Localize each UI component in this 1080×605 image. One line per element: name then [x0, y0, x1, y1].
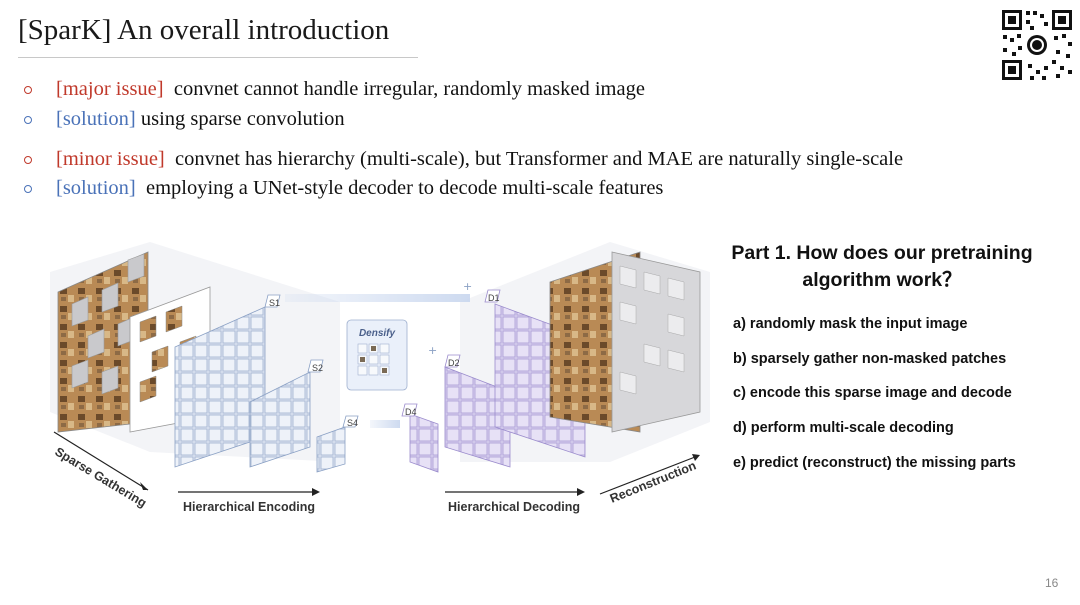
bullet-dot	[24, 185, 32, 193]
bullet-text: employing a UNet-style decoder to decode…	[145, 177, 664, 199]
bullet-tag: [minor issue]	[56, 148, 165, 170]
step-item: b) sparsely gather non-masked patches	[733, 351, 1007, 367]
bullet-text: using sparse convolution	[140, 108, 345, 130]
hierarchical-decoding-label: Hierarchical Decoding	[448, 500, 580, 514]
bullet-dot	[24, 156, 32, 164]
sparK-pipeline-figure: S1 S2 S4 + + Densify D4 D2 D1	[50, 242, 710, 514]
page-number: 16	[1045, 576, 1059, 590]
title-underline	[18, 57, 418, 58]
bullet-tag: [solution]	[56, 108, 136, 130]
bullet-dot	[24, 116, 32, 124]
plus-icon: +	[463, 280, 472, 293]
d4-label: D4	[405, 407, 417, 417]
plus-icon: +	[428, 344, 437, 357]
step-item: a) randomly mask the input image	[733, 316, 968, 332]
hierarchical-encoding-label: Hierarchical Encoding	[183, 500, 315, 514]
s2-label: S2	[312, 363, 323, 373]
step-item: e) predict (reconstruct) the missing par…	[733, 455, 1016, 471]
d1-label: D1	[488, 293, 500, 303]
bullet-text: convnet has hierarchy (multi-scale), but…	[175, 148, 904, 170]
s4-label: S4	[347, 418, 358, 428]
slide-title: [SparK] An overall introduction	[18, 14, 390, 46]
bullet-tag: [major issue]	[56, 78, 164, 100]
part1-heading: Part 1. How does our pretraining algorit…	[731, 242, 1033, 291]
reconstruction-image	[549, 251, 701, 433]
encoder-feature-maps	[174, 294, 359, 473]
sparse-gathering-label: Sparse Gathering	[52, 445, 149, 511]
densify-label: Densify	[359, 328, 396, 339]
bullet-tag: [solution]	[56, 177, 136, 199]
bullet-text: convnet cannot handle irregular, randoml…	[173, 78, 645, 100]
bullet-dot	[24, 86, 32, 94]
densify-box: Densify	[346, 319, 408, 391]
reconstruction-label: Reconstruction	[608, 458, 698, 505]
d2-label: D2	[448, 358, 460, 368]
s1-label: S1	[269, 298, 280, 308]
step-item: d) perform multi-scale decoding	[733, 420, 954, 436]
qr-code-icon	[1000, 8, 1074, 82]
step-item: c) encode this sparse image and decode	[733, 385, 1012, 401]
